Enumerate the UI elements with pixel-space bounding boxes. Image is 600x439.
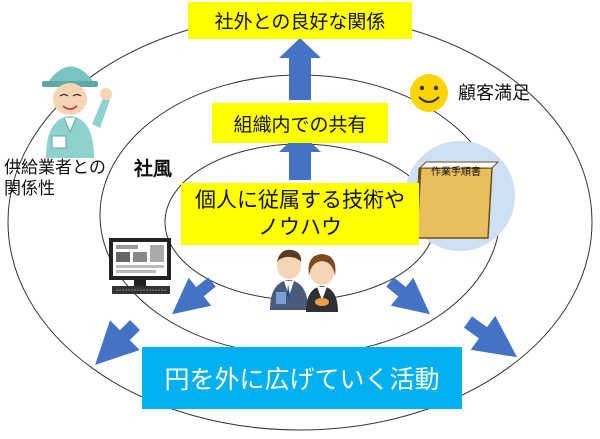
arrow-outer-left	[95, 320, 140, 365]
expansion-activity-box: 円を外に広げていく活動	[142, 347, 462, 409]
business-people-icon	[270, 249, 338, 312]
individual-know-how-box: 個人に従属する技術や ノウハウ	[181, 183, 419, 245]
supplier-relationship-label: 供給業者との 関係性	[4, 158, 106, 201]
manual-title-label: 作業手順書	[431, 167, 481, 178]
expansion-activity-text: 円を外に広げていく活動	[164, 365, 440, 394]
arrow-inner-right	[386, 277, 431, 315]
external-relations-box: 社外との良好な関係	[188, 2, 412, 39]
manual-book-icon	[405, 141, 515, 251]
monitor-icon	[109, 238, 171, 294]
supplier-relationship-line2: 関係性	[4, 179, 55, 200]
arrow-up-1	[279, 38, 321, 100]
corporate-culture-label: 社風	[134, 158, 173, 180]
worker-icon	[42, 66, 112, 158]
organizational-sharing-text: 組織内での共有	[233, 113, 367, 136]
individual-know-how-line2: ノウハウ	[258, 215, 342, 239]
customer-satisfaction-label: 顧客満足	[458, 83, 530, 104]
organizational-sharing-box: 組織内での共有	[212, 103, 388, 143]
external-relations-text: 社外との良好な関係	[214, 11, 386, 33]
arrow-outer-right	[463, 315, 518, 358]
individual-know-how-line1: 個人に従属する技術や	[195, 187, 405, 212]
arrow-inner-left	[171, 277, 216, 315]
smiley-icon	[410, 74, 448, 112]
supplier-relationship-line1: 供給業者との	[4, 158, 106, 178]
